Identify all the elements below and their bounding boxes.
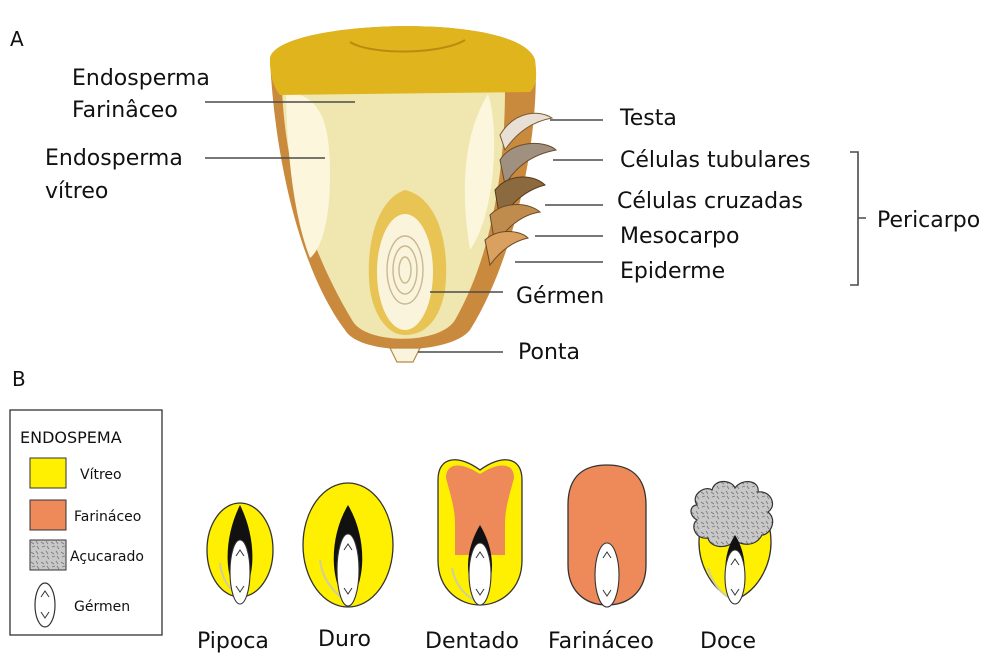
kernel-cross-section bbox=[270, 26, 556, 362]
legend-swatch-vitreo bbox=[30, 458, 66, 488]
label-celulas-tubulares: Células tubulares bbox=[620, 148, 811, 173]
kernel-crown-cap bbox=[270, 26, 536, 95]
label-doce: Doce bbox=[700, 629, 756, 654]
legend-label-vitreo: Vítreo bbox=[80, 467, 122, 483]
endosperm-legend: ENDOSPEMA Vítreo Farináceo Açucarado Gér… bbox=[10, 410, 162, 635]
label-endosperma-vitreo-2: vítreo bbox=[45, 179, 108, 204]
panel-b-letter: B bbox=[12, 367, 26, 391]
kernel-tip bbox=[390, 348, 420, 362]
label-duro: Duro bbox=[318, 627, 371, 652]
label-endosperma-vitreo-1: Endosperma bbox=[45, 146, 183, 171]
label-pericarpo: Pericarpo bbox=[877, 208, 980, 233]
kernel-pipoca bbox=[207, 503, 273, 604]
legend-swatch-farinaceo bbox=[30, 500, 66, 530]
kernel-farinaceo bbox=[568, 465, 646, 607]
pericarpo-bracket bbox=[850, 152, 866, 285]
kernel-dentado bbox=[438, 460, 522, 605]
legend-label-acucarado: Açucarado bbox=[70, 549, 144, 565]
legend-title: ENDOSPEMA bbox=[20, 428, 122, 447]
label-mesocarpo: Mesocarpo bbox=[620, 224, 740, 249]
legend-label-germen: Gérmen bbox=[74, 599, 130, 615]
legend-label-farinaceo: Farináceo bbox=[74, 509, 141, 525]
label-farinaceo: Farináceo bbox=[548, 629, 654, 654]
legend-swatch-acucarado bbox=[30, 540, 66, 570]
legend-germ-icon bbox=[35, 583, 55, 627]
label-testa: Testa bbox=[619, 106, 677, 131]
kernel-doce bbox=[691, 482, 773, 605]
layer-epiderme bbox=[485, 232, 528, 266]
label-endosperma-farinaceo-2: Farinâceo bbox=[72, 98, 178, 123]
kernel-duro bbox=[303, 483, 393, 607]
label-ponta: Ponta bbox=[518, 340, 580, 365]
label-endosperma-farinaceo-1: Endosperma bbox=[72, 66, 210, 91]
label-germen: Gérmen bbox=[516, 284, 604, 309]
germ-embryo bbox=[377, 214, 433, 330]
label-dentado: Dentado bbox=[425, 629, 519, 654]
label-celulas-cruzadas: Células cruzadas bbox=[617, 189, 803, 214]
panel-a-letter: A bbox=[10, 27, 24, 51]
label-pipoca: Pipoca bbox=[197, 629, 269, 654]
label-epiderme: Epiderme bbox=[620, 259, 725, 284]
